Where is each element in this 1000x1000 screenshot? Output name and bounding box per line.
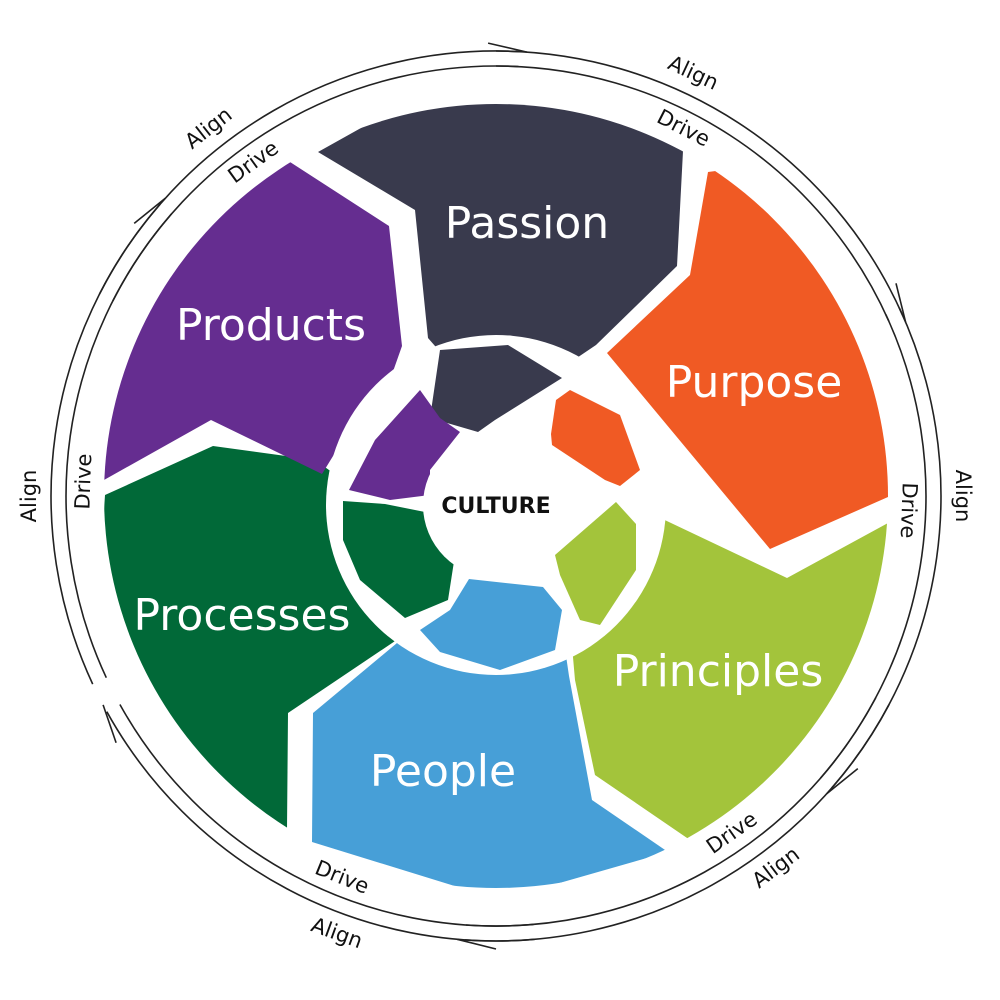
arrow-inner-arc bbox=[65, 213, 173, 679]
arrow-outer-arc bbox=[464, 704, 890, 942]
center-label: CULTURE bbox=[441, 494, 550, 519]
inner-segment-processes bbox=[343, 501, 455, 618]
segment-label-passion: Passion bbox=[445, 198, 609, 249]
arrow-4 bbox=[457, 697, 890, 950]
arrow-head bbox=[487, 42, 528, 53]
center-circle bbox=[423, 432, 569, 578]
arrow-head bbox=[102, 704, 117, 743]
arrow-head bbox=[895, 283, 907, 323]
arrow-drive-label: Drive bbox=[896, 482, 922, 539]
segment-label-people: People bbox=[370, 746, 516, 797]
arrow-head bbox=[826, 767, 859, 795]
segment-people[interactable] bbox=[312, 545, 668, 900]
arrow-drive-label: Drive bbox=[312, 855, 373, 898]
arrow-align-label: Align bbox=[748, 842, 805, 893]
arrow-head bbox=[457, 938, 497, 950]
arrow-6 bbox=[50, 197, 173, 685]
inner-segment-purpose bbox=[551, 390, 640, 486]
inner-segment-principles bbox=[555, 502, 636, 625]
arrow-outer-arc bbox=[495, 50, 904, 316]
arrow-head bbox=[133, 197, 166, 225]
segment-label-principles: Principles bbox=[613, 646, 824, 697]
arrow-align-label: Align bbox=[180, 102, 236, 153]
segments-inner bbox=[343, 345, 640, 670]
arrow-outer-arc bbox=[50, 203, 161, 685]
arrow-inner-arc bbox=[465, 697, 877, 927]
arrow-inner-arc bbox=[119, 704, 534, 927]
segment-passion[interactable] bbox=[318, 95, 684, 372]
inner-segment-passion bbox=[430, 345, 562, 432]
segment-label-processes: Processes bbox=[134, 590, 351, 641]
inner-segment-products bbox=[349, 390, 460, 500]
arrow-align-label: Align bbox=[17, 470, 41, 523]
arrow-inner-arc bbox=[495, 65, 890, 322]
arrow-drive-label: Drive bbox=[70, 453, 96, 510]
arrow-5 bbox=[102, 704, 535, 942]
arrow-outer-arc bbox=[106, 711, 535, 942]
segment-label-products: Products bbox=[176, 300, 366, 351]
arrow-align-label: Align bbox=[951, 470, 975, 523]
inner-segment-people bbox=[420, 579, 562, 670]
arrow-2 bbox=[495, 50, 907, 323]
segment-label-purpose: Purpose bbox=[666, 357, 843, 408]
